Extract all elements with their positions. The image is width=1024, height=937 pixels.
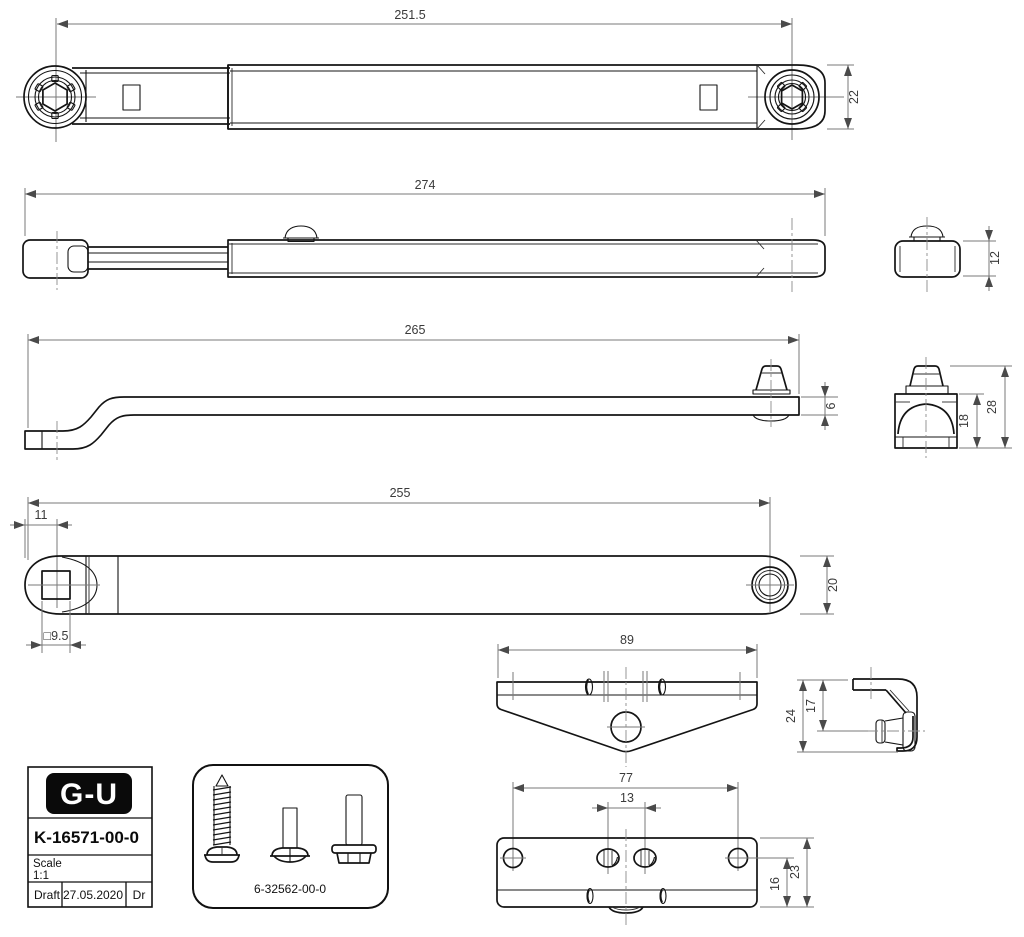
dim-flat-width: 20: [826, 578, 840, 592]
stage-label: Draft: [34, 888, 61, 902]
plate-slot-left: [596, 848, 620, 868]
flat-arm-body: [24, 555, 797, 615]
inner-arm-side: [88, 246, 228, 270]
view-slide-channel-side: 274: [22, 178, 1002, 293]
dim-hole-spacing: 77: [619, 771, 633, 785]
dim-link-length: 265: [405, 323, 426, 337]
end-block-side: [22, 231, 89, 290]
detail-shoe-block: 18 28: [894, 357, 1012, 458]
detail-bracket-side: 24 17: [784, 667, 925, 753]
dim-link-thickness: 6: [824, 402, 838, 409]
dim-side-length: 274: [415, 178, 436, 192]
dim-bracket-height: 24: [784, 709, 798, 723]
view-slide-channel-top: 251.5: [16, 8, 861, 142]
bracket-plate-profile: [496, 667, 758, 767]
dim-pin-offset: 17: [804, 699, 818, 713]
gu-logo-text: G-U: [60, 778, 118, 811]
rivet-button-dome: [284, 225, 318, 239]
dim-top-length: 251.5: [394, 8, 425, 22]
plate-body: [496, 829, 758, 925]
detail-end-cap-side: 12: [894, 217, 1002, 293]
dim-overall-height: 28: [985, 400, 999, 414]
dim-cap-height: 12: [988, 251, 1002, 265]
inner-arm-top: [72, 67, 230, 125]
plate-slot-right: [633, 848, 657, 868]
view-bracket-front: 89: [496, 633, 925, 767]
drawing-part-number: K-16571-00-0: [34, 828, 139, 847]
arm-stud: [752, 359, 791, 427]
dim-edge-offset: 16: [768, 877, 782, 891]
author-label: Dr: [133, 888, 146, 902]
scale-label: Scale: [33, 858, 62, 870]
dim-hole-offset: 11: [35, 508, 48, 522]
scale-value: 1:1: [33, 870, 49, 882]
dim-block-height: 18: [957, 414, 971, 428]
view-link-arm: 265 6: [24, 323, 1012, 461]
view-flat-arm: 255 11 □9.5 20: [10, 486, 840, 653]
rivet-pin: [270, 807, 310, 863]
dim-flat-length: 255: [390, 486, 411, 500]
wood-screw: [204, 774, 240, 863]
arm-slot-right: [699, 84, 718, 111]
dim-bracket-length: 89: [620, 633, 634, 647]
bracket-pin-flange: [902, 711, 916, 752]
drawing-date: 27.05.2020: [63, 888, 123, 902]
dim-square-hole: □9.5: [44, 629, 69, 643]
arm-slot-left: [122, 84, 141, 111]
hardware-kit-box: 6-32562-00-0: [192, 764, 389, 909]
title-block: G-U K-16571-00-0 Scale 1:1 Draft 27.05.2…: [27, 766, 153, 908]
dim-plate-width: 23: [788, 865, 802, 879]
view-mounting-plate: 77 13: [496, 771, 814, 925]
offset-arm-profile: [24, 396, 800, 461]
channel-tube-side: [227, 218, 826, 292]
dim-slot-spacing: 13: [620, 791, 634, 805]
gu-logo: [46, 773, 132, 814]
kit-part-number: 6-32562-00-0: [254, 882, 326, 896]
hex-flange-bolt: [331, 794, 377, 864]
dim-top-height: 22: [847, 90, 861, 104]
channel-tube-top: [227, 64, 826, 130]
pivot-hub-right: [764, 69, 820, 125]
